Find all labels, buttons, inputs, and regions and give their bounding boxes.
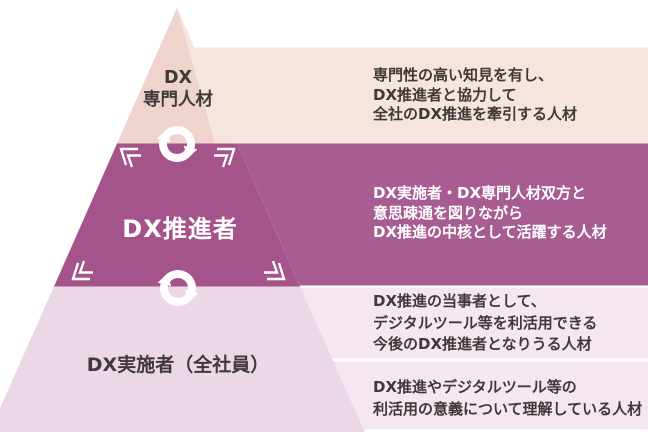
band-3-bg [300, 287, 648, 359]
tier1-label-line: DX [163, 68, 193, 88]
band3-description: DX推進の当事者として、 デジタルツール等を利活用できる 今後のDX推進者となり… [373, 291, 597, 356]
cycle-icon-bottom [157, 270, 199, 306]
chevron-up-right-icon [214, 147, 236, 168]
text-line: 専門性の高い知見を有し、 [373, 66, 554, 84]
tier1-label: DX 専門人材 [98, 67, 258, 111]
band1-description: 専門性の高い知見を有し、 DX推進者と協力して 全社のDX推進を牽引する人材 [373, 66, 577, 125]
tier1-label-line: 専門人材 [143, 90, 213, 110]
text-line: DX推進の中核として活躍する人材 [373, 223, 607, 242]
text-line: DX推進者と協力して [373, 85, 517, 104]
text-line: デジタルツール等を利活用できる [373, 313, 598, 332]
pyramid-tier3 [0, 286, 365, 432]
text-line: 今後のDX推進者となりうる人材 [373, 335, 592, 353]
text-line: DX推進やデジタルツール等の [373, 378, 577, 396]
chevron-down-left-icon [71, 260, 93, 281]
tier3-label: DX実施者（全社員） [86, 354, 270, 376]
text-line: 利活用の意義について理解している人材 [373, 399, 643, 418]
cycle-icon-top [156, 126, 198, 162]
text-line: DX実施者・DX専門人材双方と [373, 184, 587, 202]
chevron-down-right-icon [264, 260, 286, 281]
band4-description: DX推進やデジタルツール等の 利活用の意義について理解している人材 [373, 377, 642, 420]
pyramid-tier2 [54, 143, 300, 287]
tier2-label: DX推進者 [122, 215, 238, 243]
pyramid-tier1-shadow [117, 8, 215, 144]
band-1-bg [194, 47, 648, 144]
text-line: DX推進の当事者として、 [373, 292, 546, 310]
chevron-up-left-icon [119, 147, 141, 168]
text-line: 全社のDX推進を牽引する人材 [373, 105, 578, 124]
band2-description: DX実施者・DX専門人材双方と 意思疎通を図りながら DX推進の中核として活躍す… [373, 184, 607, 243]
band-4-bg [333, 361, 648, 430]
text-line: 意思疎通を図りながら [373, 203, 524, 222]
band-2-bg [237, 143, 648, 286]
